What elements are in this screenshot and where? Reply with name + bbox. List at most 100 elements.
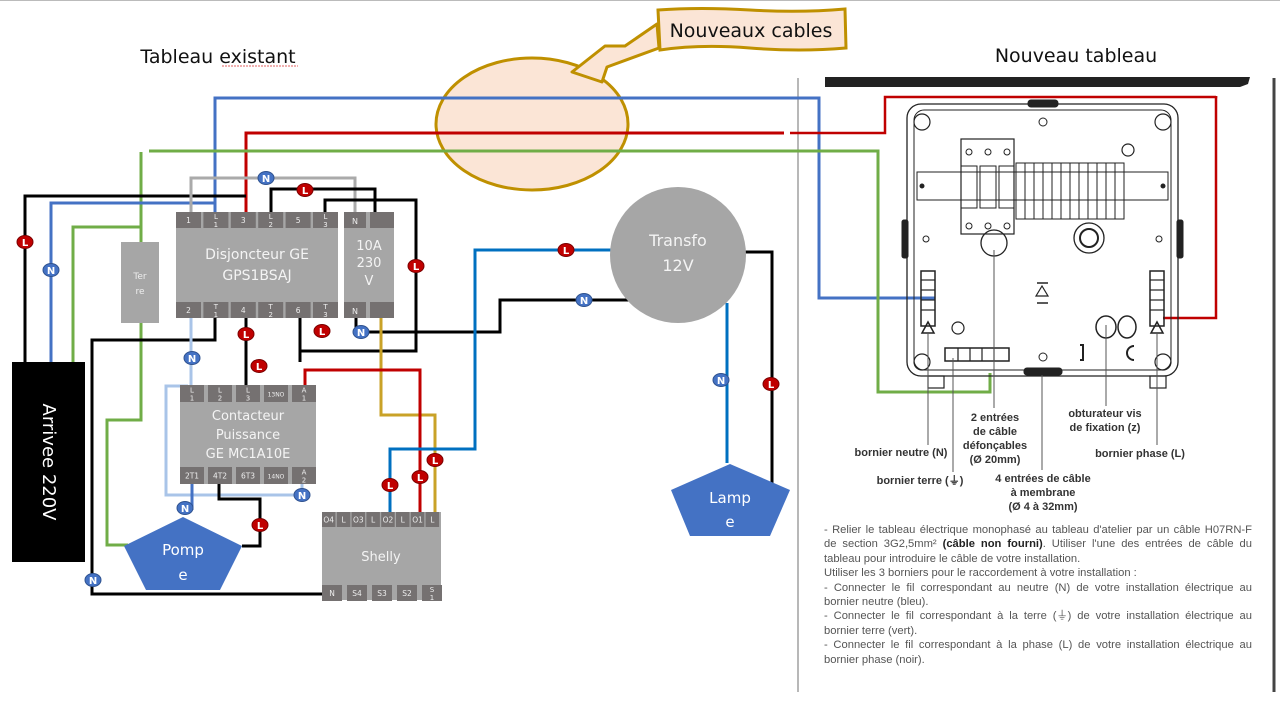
breaker-terminal — [313, 302, 338, 318]
badge-label: N — [89, 576, 97, 587]
breaker-10a-label-3: V — [365, 274, 374, 289]
breaker-terminal-label: T — [322, 303, 328, 311]
breaker-10a-body — [344, 212, 394, 318]
breaker-terminal-label: T — [213, 303, 219, 311]
circuit-breaker-label-2: GPS1BSAJ — [222, 268, 291, 284]
shelly-terminal — [372, 585, 392, 601]
panel-neutral-terminal — [920, 270, 936, 327]
contactor-terminal-label: L — [218, 387, 222, 395]
shelly-label: Shelly — [361, 550, 401, 565]
breaker-10a-terminal-top: N — [352, 217, 358, 226]
phase-badge — [426, 453, 444, 467]
incoming-supply: Arrivee 220V — [12, 362, 85, 562]
contactor-terminal-label: 2T1 — [185, 472, 199, 481]
shelly-terminal-label: O2 — [383, 516, 394, 525]
pump: Pomp e — [124, 517, 242, 590]
callout-label: Nouveaux cables — [670, 20, 833, 42]
badge-label: L — [432, 456, 439, 467]
pump-shape — [124, 517, 242, 590]
breaker-terminal-label: 3 — [323, 311, 327, 319]
neutral-badge — [84, 573, 102, 587]
lamp-label-1: Lamp — [709, 489, 751, 507]
wires — [23, 95, 1218, 596]
breaker-10a: N N 10A 230 V — [344, 212, 394, 318]
earth-block: Ter re — [121, 242, 159, 323]
earth-label-1: Ter — [132, 272, 147, 282]
wire-new-neutral — [213, 96, 935, 300]
wire-new-phase-b — [790, 95, 1218, 135]
breaker-terminal-label: 1 — [186, 216, 191, 225]
label-phase-terminal: bornier phase (L) — [1095, 448, 1185, 460]
shelly-terminal-label: L — [371, 516, 376, 525]
label-line: 2 entrées — [970, 412, 1020, 424]
contactor-terminal-label: 13NO — [268, 392, 285, 399]
incoming-supply-box — [12, 362, 85, 562]
phase-badge — [407, 259, 425, 273]
callout-arrow — [570, 22, 661, 84]
wire-l3-loop — [298, 198, 418, 362]
shelly-terminal-label: O1 — [412, 516, 423, 525]
shelly-terminal — [425, 512, 440, 527]
wire-transfo-lamp-l — [745, 250, 774, 485]
contactor-terminal — [292, 467, 316, 484]
panel-enclosure — [906, 103, 1179, 377]
label-line: obturateur vis — [1068, 408, 1142, 420]
transformer-label-2: 12V — [662, 256, 693, 275]
shelly-terminal-label: L — [341, 516, 346, 525]
contactor-terminal — [180, 467, 204, 484]
contactor-terminal — [236, 467, 260, 484]
shelly-terminal — [396, 512, 410, 527]
wire-new-earth — [149, 149, 992, 394]
phase-badge — [381, 478, 399, 492]
title-existing-panel: Tableau existant — [139, 46, 295, 68]
breaker-terminal — [203, 302, 229, 318]
badge-label: L — [387, 481, 394, 492]
shelly-terminal — [422, 585, 442, 601]
shelly-terminal — [397, 585, 417, 601]
shelly-terminal-label: O4 — [323, 516, 334, 525]
breaker-terminal — [313, 212, 338, 228]
phase-badge — [411, 470, 429, 484]
phase-badge — [557, 243, 575, 257]
contactor-terminal — [208, 467, 232, 484]
contactor-terminal-label: A — [302, 387, 307, 395]
wire-earth-pump — [105, 322, 143, 547]
breaker-terminal-label: T — [268, 303, 274, 311]
label-line: défonçables — [962, 440, 1028, 452]
contactor-terminal-label: 1 — [190, 395, 194, 403]
label-line: (Ø 20mm) — [969, 454, 1021, 466]
breaker-terminal — [285, 302, 311, 318]
shelly-terminal — [322, 512, 336, 527]
badge-label: N — [357, 328, 365, 339]
breaker-terminal-label: 1 — [214, 311, 218, 319]
breaker-terminal-label: 2 — [268, 221, 272, 229]
callout-box — [656, 7, 848, 52]
breaker-terminal — [258, 212, 284, 228]
wire-t1-shelly-n — [90, 303, 328, 596]
contactor-terminal-label: 3 — [246, 395, 250, 403]
panel-top-bar — [825, 77, 1250, 87]
shelly-terminal-label: S2 — [402, 589, 412, 598]
breaker-terminal-label: 3 — [241, 216, 246, 225]
breaker-terminal — [285, 212, 311, 228]
badge-label: N — [717, 376, 725, 387]
transformer-12v: Transfo 12V — [610, 187, 746, 323]
wire-earth-incoming — [71, 225, 141, 362]
breaker-terminal — [203, 212, 229, 228]
title-new-panel: Nouveau tableau — [995, 45, 1157, 67]
earth-block-box — [121, 242, 159, 323]
breaker-terminal-label: L — [269, 213, 273, 221]
badge-label: N — [298, 491, 306, 502]
instruction-4: - Connecter le fil correspondant à la te… — [824, 610, 1252, 637]
shelly-terminal-label: N — [329, 589, 335, 598]
contactor-label-2: Puissance — [216, 428, 280, 443]
phase-badge — [313, 324, 331, 338]
instruction-5: - Connecter le fil correspondant à la ph… — [824, 639, 1252, 666]
wire-pump-phase — [217, 484, 262, 548]
instruction-text: . Utiliser l'une des entrées de câble du… — [824, 538, 1252, 565]
breaker-terminal-label: L — [324, 213, 328, 221]
wire-incoming-phase — [23, 194, 246, 362]
label-line: de fixation (z) — [1069, 422, 1141, 434]
instruction-1: - Relier le tableau électrique monophasé… — [824, 523, 1252, 566]
